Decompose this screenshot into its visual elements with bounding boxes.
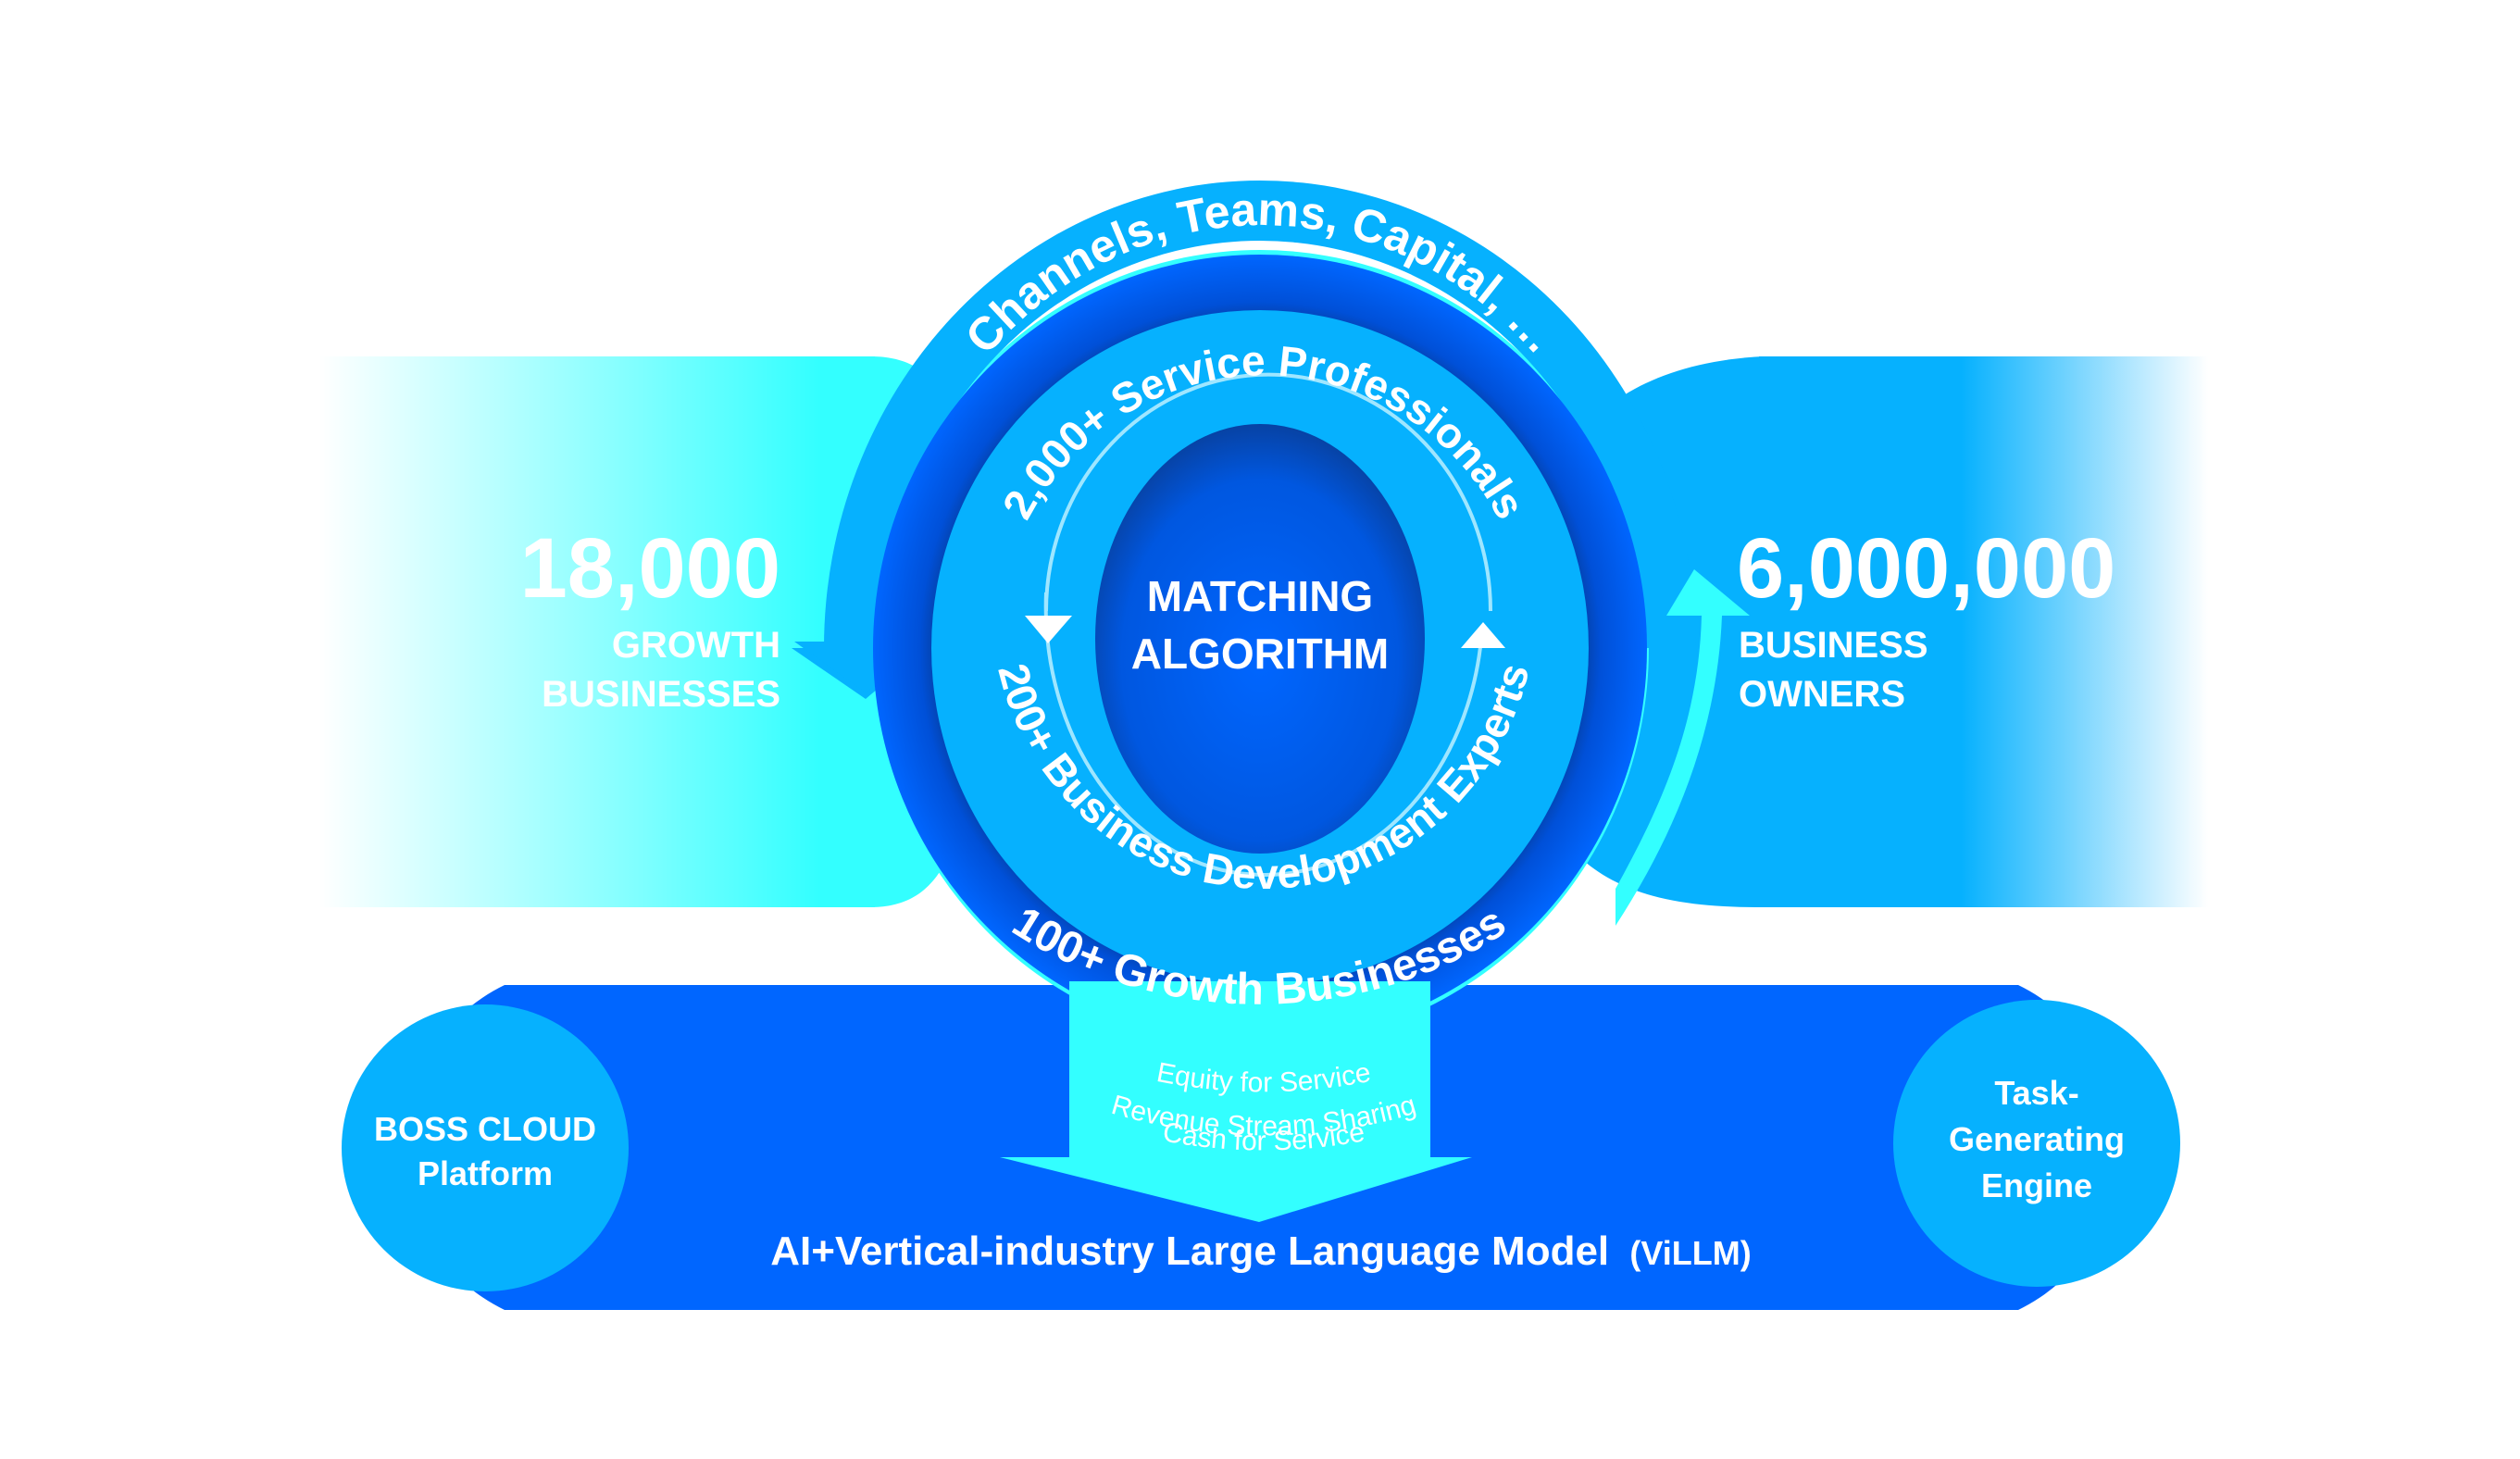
- core-line1: MATCHING: [1147, 572, 1373, 620]
- boss-cloud-circle: [342, 1004, 629, 1291]
- inner-arc-bottom: [1043, 592, 1483, 878]
- base-bar-title-suffix: (ViLLM): [1629, 1234, 1751, 1272]
- left-panel-number: 18,000: [520, 521, 780, 616]
- core-circle: [1095, 424, 1425, 854]
- arrow-up-icon: [1461, 622, 1505, 648]
- task-engine-line2: Generating: [1949, 1120, 2125, 1158]
- base-bar-title: AI+Vertical-industry Large Language Mode…: [770, 1228, 1751, 1274]
- inner-arc-top: [1044, 372, 1492, 612]
- outer-ring: [824, 181, 1696, 648]
- base-bar-title-main: AI+Vertical-industry Large Language Mode…: [770, 1228, 1609, 1274]
- right-panel-label-2: OWNERS: [1739, 674, 1905, 715]
- left-panel-label-1: GROWTH: [612, 625, 780, 666]
- left-panel-label-2: BUSINESSES: [542, 674, 780, 715]
- boss-cloud-line2: Platform: [418, 1154, 553, 1192]
- right-panel-number: 6,000,000: [1737, 521, 2115, 616]
- left-panel-fade: [319, 356, 875, 907]
- task-engine-line3: Engine: [1981, 1166, 2092, 1204]
- task-engine-circle: [1893, 1000, 2180, 1287]
- right-up-arrow: [1616, 569, 1750, 926]
- right-panel-fade: [1759, 356, 2208, 907]
- arrow-down-icon: [1025, 616, 1072, 643]
- right-panel-label-1: BUSINESS: [1739, 625, 1928, 666]
- task-engine-line1: Task-: [1994, 1074, 2078, 1112]
- down-arrow: [1000, 981, 1472, 1222]
- core-line2: ALGORITHM: [1131, 630, 1390, 678]
- boss-cloud-line1: BOSS CLOUD: [374, 1110, 596, 1148]
